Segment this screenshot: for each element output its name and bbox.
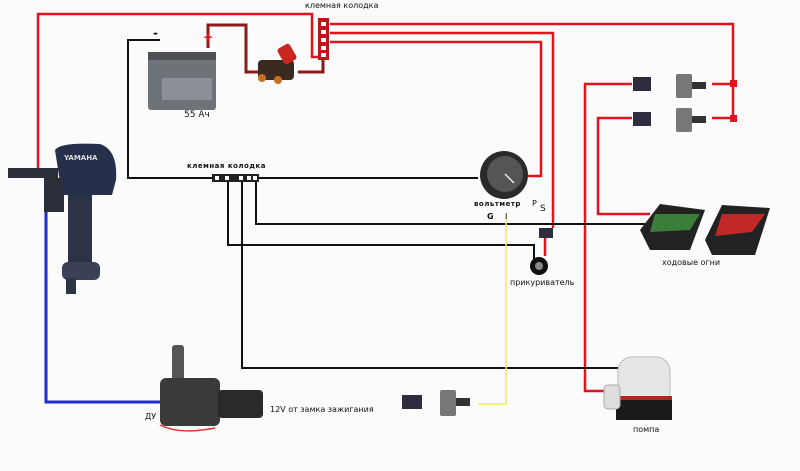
voltmeter-icon [480, 151, 528, 199]
toggle-switch-icon [676, 108, 692, 132]
fuse-icon [633, 112, 651, 126]
wire-remote-blue [44, 190, 160, 404]
motor-brand-logo: YAMAHA [63, 154, 98, 162]
top-terminal-block [318, 18, 329, 60]
navigation-lights-icon [640, 204, 770, 255]
battery-minus-label: - [153, 26, 159, 40]
cigarette-lighter-label: прикуриватель [510, 278, 575, 287]
voltmeter-terminal-i: I [505, 212, 508, 221]
battery-positive-wire [206, 23, 325, 74]
ignition-switch-icon [440, 390, 470, 416]
fuse-icon [633, 77, 651, 91]
bilge-pump-icon [603, 356, 672, 420]
wire-to-light-switches [330, 22, 735, 120]
bilge-pump-label: помпа [633, 425, 660, 434]
wire-to-pump-negative [241, 178, 632, 369]
wire-battery-negative [127, 39, 478, 179]
wire-to-lights [596, 116, 650, 216]
positive-wires [36, 12, 735, 393]
wire-to-lights-negative [255, 178, 645, 225]
voltmeter-terminal-p: P [532, 199, 537, 208]
remote-control-icon [159, 345, 263, 432]
ignition-fuse-icon [402, 395, 422, 409]
lighter-fuse-icon [539, 228, 553, 238]
wire-to-lighter [227, 178, 535, 262]
wire-ignition-yellow [478, 215, 507, 405]
outboard-motor-icon: YAMAHA [8, 143, 117, 294]
negative-wires [127, 39, 645, 369]
battery-plus-label: + [203, 30, 214, 44]
battery-switch-icon [258, 43, 297, 84]
ignition-feed-label: 12V от замка зажигания [270, 405, 374, 414]
wire-to-voltmeter [330, 40, 543, 178]
battery-icon [148, 52, 216, 110]
cigarette-lighter-icon [530, 257, 548, 275]
voltmeter-terminal-s: S [540, 204, 546, 214]
wire-to-lighter-fuse [330, 31, 555, 228]
toggle-switch-icon [676, 74, 692, 98]
wire-to-pump [583, 82, 632, 393]
battery-capacity-label: 55 Ач [184, 110, 210, 120]
wire-motor-positive [36, 12, 320, 170]
voltmeter-terminal-g: G [487, 212, 495, 221]
remote-control-label: ДУ [145, 412, 157, 421]
light-switch-panel [633, 74, 737, 132]
voltmeter-label: вольтметр [474, 200, 521, 208]
mid-terminal-block [212, 174, 259, 182]
top-terminal-block-label: клемная колодка [305, 1, 379, 10]
mid-terminal-block-label: клемная колодка [187, 162, 266, 170]
navigation-lights-label: ходовые огни [662, 258, 721, 267]
